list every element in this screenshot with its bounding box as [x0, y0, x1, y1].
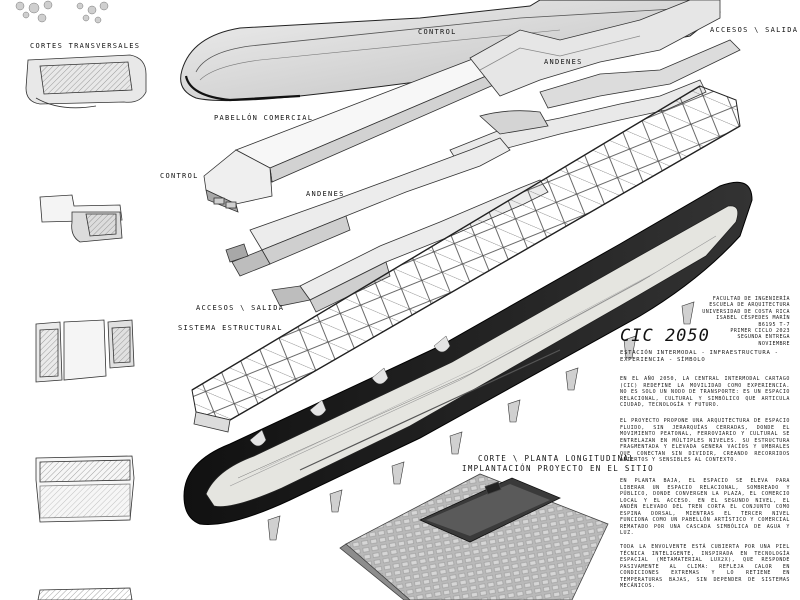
label-control-top: Control	[418, 28, 457, 36]
credit-line: Primer ciclo 2023	[730, 328, 790, 335]
label-andenes-mid: Andenes	[306, 190, 345, 198]
label-andenes-top: Andenes	[544, 58, 583, 66]
cross-sections-column	[15, 0, 147, 600]
project-paragraph: Toda la envolvente está cubierta por una…	[620, 544, 790, 589]
credit-line: Segunda entrega	[737, 334, 790, 341]
credit-line: Escuela de Arquitectura	[709, 302, 790, 309]
label-implantacion: Implantación proyecto en el sitio	[462, 464, 654, 473]
label-accesos-bottom: Accesos \ Salida	[196, 304, 285, 312]
credit-line: Noviembre	[758, 340, 790, 347]
project-paragraph: En planta baja, el espacio se eleva para…	[620, 478, 790, 536]
credit-line: B6195 T-7	[758, 321, 790, 328]
label-accesos-top: Accesos \ Salida	[710, 26, 799, 34]
project-paragraph: En el año 2050, la Central Intermodal Ca…	[620, 376, 790, 408]
label-control-left: Control	[160, 172, 199, 180]
credit-line: Facultad de Ingeniería	[712, 296, 790, 302]
credit-line: Universidad de Costa Rica	[702, 308, 790, 315]
university-credits: Facultad de Ingeniería Escuela de Arquit…	[664, 296, 790, 347]
label-pabellon-comercial: Pabellón comercial	[214, 114, 314, 122]
site-model	[339, 473, 609, 600]
main-longitudinal-shell	[183, 181, 753, 541]
label-corte-planta: Corte \ Planta longitudinal	[478, 454, 636, 463]
label-cortes-transversales: Cortes transversales	[30, 42, 141, 50]
project-title: CIC 2050	[620, 326, 710, 346]
platform-tubes-upper	[449, 0, 741, 167]
label-sistema-estructural: Sistema estructural	[178, 324, 283, 332]
project-paragraph: El proyecto propone una arquitectura de …	[620, 418, 790, 463]
structural-truss	[191, 85, 741, 433]
credit-line: Isabel Céspedes Marín	[716, 315, 790, 322]
platform-tubes-middle	[225, 137, 549, 313]
commercial-pavilion-shell	[180, 0, 721, 102]
project-subtitle: Estación Intermodal - Infraestructura - …	[620, 350, 779, 363]
